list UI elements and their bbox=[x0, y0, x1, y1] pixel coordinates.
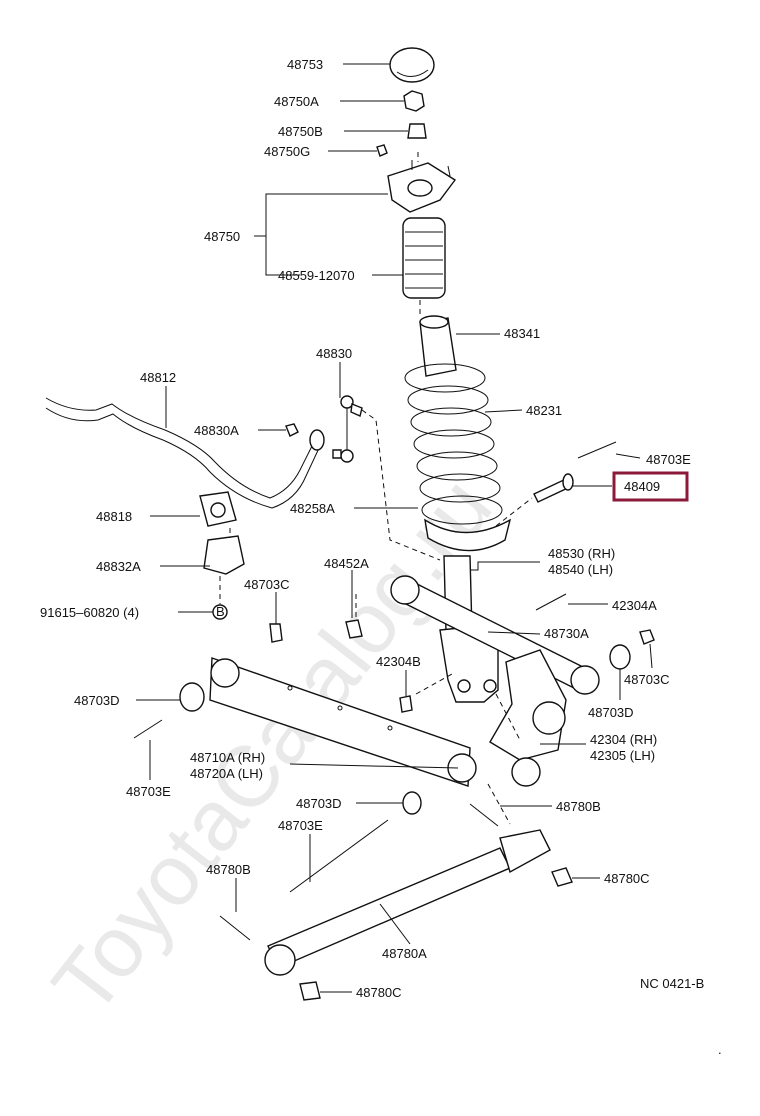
label-48703C-left[interactable]: 48703C bbox=[244, 577, 290, 592]
nut-48703C-right bbox=[639, 629, 655, 645]
label-48720A[interactable]: 48720A (LH) bbox=[190, 766, 263, 781]
label-48750[interactable]: 48750 bbox=[204, 229, 240, 244]
label-48780A[interactable]: 48780A bbox=[382, 946, 427, 961]
svg-text:B: B bbox=[216, 604, 225, 619]
label-48703E-top[interactable]: 48703E bbox=[646, 452, 691, 467]
bolt-48703E-top bbox=[577, 441, 617, 459]
label-48703E-mid[interactable]: 48703E bbox=[278, 818, 323, 833]
label-48780C-right[interactable]: 48780C bbox=[604, 871, 650, 886]
knuckle-42304 bbox=[489, 649, 567, 787]
label-48530[interactable]: 48530 (RH) bbox=[548, 546, 615, 561]
nut-48452A bbox=[345, 619, 363, 639]
label-42304[interactable]: 42304 (RH) bbox=[590, 732, 657, 747]
stabilizer-bar-48812 bbox=[45, 397, 325, 509]
label-48703D-right[interactable]: 48703D bbox=[588, 705, 634, 720]
leader-lines bbox=[136, 63, 653, 993]
label-42304B[interactable]: 42304B bbox=[376, 654, 421, 669]
label-48703E-left[interactable]: 48703E bbox=[126, 784, 171, 799]
label-48409[interactable]: 48409 bbox=[624, 479, 660, 494]
label-48559[interactable]: 48559-12070 bbox=[278, 268, 355, 283]
bolt-42304A bbox=[535, 593, 567, 611]
label-48830[interactable]: 48830 bbox=[316, 346, 352, 361]
label-48258A[interactable]: 48258A bbox=[290, 501, 335, 516]
bolt-48409 bbox=[533, 473, 574, 503]
label-48780B-right[interactable]: 48780B bbox=[556, 799, 601, 814]
nut-48750G bbox=[376, 144, 388, 157]
arm-48710A bbox=[209, 657, 477, 787]
link-48830 bbox=[332, 395, 363, 463]
cap-48753 bbox=[389, 47, 435, 83]
label-42304A[interactable]: 42304A bbox=[612, 598, 657, 613]
bolt-48703E-left bbox=[133, 719, 163, 739]
label-48341[interactable]: 48341 bbox=[504, 326, 540, 341]
washer-48703D-mid bbox=[402, 791, 422, 815]
label-48830A[interactable]: 48830A bbox=[194, 423, 239, 438]
label-48750B[interactable]: 48750B bbox=[278, 124, 323, 139]
washer-48703D-left bbox=[179, 682, 205, 712]
cushion-48750B bbox=[407, 123, 427, 139]
label-48231[interactable]: 48231 bbox=[526, 403, 562, 418]
coil-spring-48231 bbox=[404, 363, 503, 525]
label-48452A[interactable]: 48452A bbox=[324, 556, 369, 571]
label-48780B-left[interactable]: 48780B bbox=[206, 862, 251, 877]
label-48730A[interactable]: 48730A bbox=[544, 626, 589, 641]
bushing-48818 bbox=[199, 491, 237, 527]
label-48703D-left[interactable]: 48703D bbox=[74, 693, 120, 708]
label-48818[interactable]: 48818 bbox=[96, 509, 132, 524]
label-48710A[interactable]: 48710A (RH) bbox=[190, 750, 265, 765]
label-48540[interactable]: 48540 (LH) bbox=[548, 562, 613, 577]
part-labels: 48753 48750A 48750B 48750G 48750 48559-1… bbox=[40, 57, 704, 1000]
corner-mark: . bbox=[718, 1042, 722, 1057]
label-48750A[interactable]: 48750A bbox=[274, 94, 319, 109]
bracket-48832A bbox=[203, 535, 245, 575]
strut-rod-48703E bbox=[289, 819, 389, 893]
label-48703D-mid[interactable]: 48703D bbox=[296, 796, 342, 811]
label-48703C-right[interactable]: 48703C bbox=[624, 672, 670, 687]
bolt-48780B-left bbox=[219, 915, 251, 941]
support-48750 bbox=[387, 160, 457, 213]
label-48832A[interactable]: 48832A bbox=[96, 559, 141, 574]
washer-48703D-right bbox=[609, 644, 631, 670]
nut-48780C-bottom bbox=[299, 981, 321, 1001]
spring-seat-48341 bbox=[419, 315, 457, 377]
highlight-box-48409 bbox=[612, 471, 689, 502]
bolt-48780B-right bbox=[469, 803, 499, 827]
assembly-dashed-lines bbox=[219, 152, 533, 825]
label-48812[interactable]: 48812 bbox=[140, 370, 176, 385]
label-48750G[interactable]: 48750G bbox=[264, 144, 310, 159]
label-48780C-bottom[interactable]: 48780C bbox=[356, 985, 402, 1000]
label-42305[interactable]: 42305 (LH) bbox=[590, 748, 655, 763]
bolt-42304B bbox=[399, 695, 413, 713]
diagram-code: NC 0421-B bbox=[640, 976, 704, 991]
nut-48780C-right bbox=[551, 867, 573, 887]
nut-48703C-left bbox=[269, 623, 283, 643]
nut-48750A bbox=[403, 90, 425, 112]
bolt-91615: B bbox=[212, 604, 228, 620]
nut-48830A bbox=[285, 423, 299, 437]
label-48753[interactable]: 48753 bbox=[287, 57, 323, 72]
label-91615[interactable]: 91615–60820 (4) bbox=[40, 605, 139, 620]
bump-stopper-boot-48559 bbox=[402, 217, 446, 299]
arm-48780A bbox=[264, 829, 551, 976]
